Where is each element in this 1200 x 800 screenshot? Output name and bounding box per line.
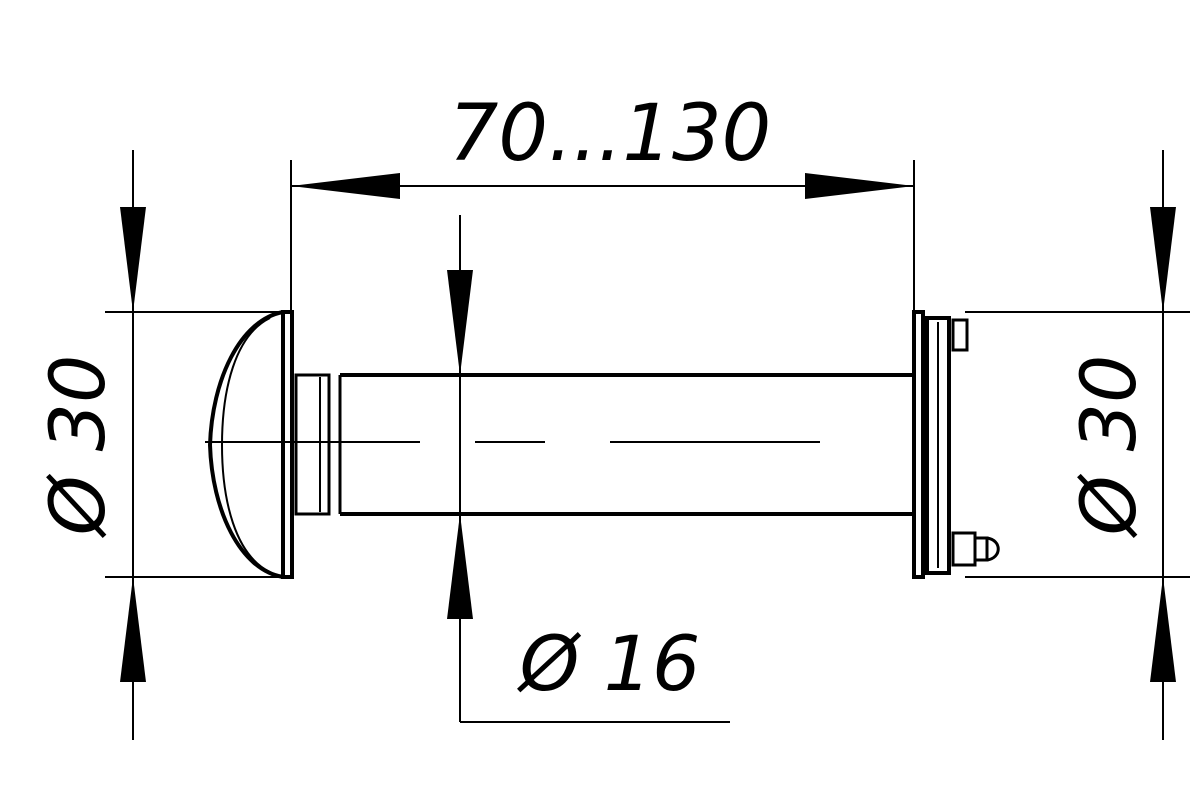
right-arrow-bottom [1150, 577, 1176, 682]
left-diameter-dimension: Ø 30 [33, 150, 291, 740]
length-arrow-left [291, 173, 400, 199]
lens-collar [294, 373, 331, 516]
shutter-knob [951, 531, 1000, 567]
tube-arrow-bottom [447, 514, 473, 619]
eyepiece-flange [912, 310, 925, 579]
lens-dome [207, 310, 284, 579]
left-arrow-top [120, 207, 146, 312]
left-arrow-bottom [120, 577, 146, 682]
lens-flange [281, 310, 294, 579]
left-diameter-label: Ø 30 [33, 355, 122, 539]
right-diameter-label: Ø 30 [1064, 355, 1153, 539]
door-viewer-body [205, 310, 1000, 579]
length-dimension: 70...130 [290, 89, 915, 312]
tube-diameter-label: Ø 16 [517, 619, 701, 708]
tube-arrow-top [447, 270, 473, 375]
lens-inner-arc [220, 317, 271, 573]
length-label: 70...130 [449, 89, 772, 179]
eyepiece-cover [925, 316, 951, 575]
right-diameter-dimension: Ø 30 [965, 150, 1190, 740]
length-arrow-right [805, 173, 914, 199]
tube-diameter-dimension: Ø 16 [447, 215, 730, 723]
eyepiece-top-tab [951, 318, 969, 352]
right-arrow-top [1150, 207, 1176, 312]
